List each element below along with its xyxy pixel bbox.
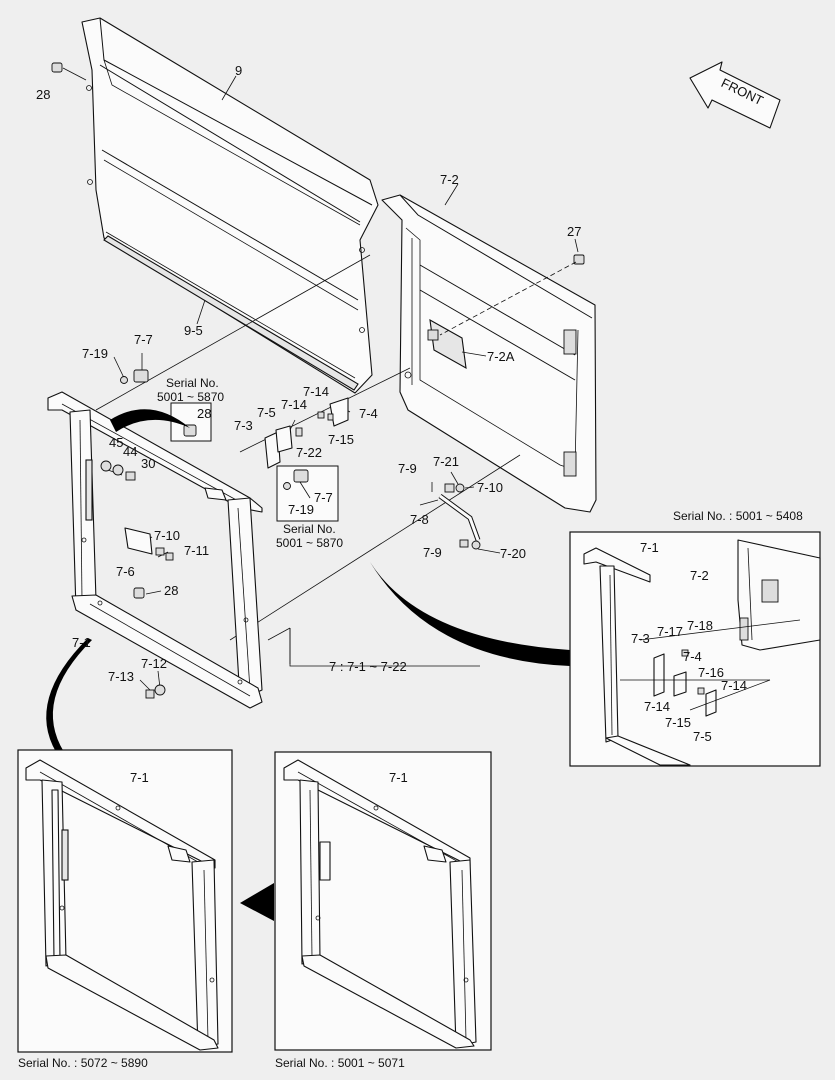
bolt-7-13 <box>145 689 155 699</box>
pointer-triangle-icon <box>240 883 274 921</box>
washer-44 <box>112 464 124 476</box>
callout-7-8: 7-8 <box>410 512 429 527</box>
main-frame-7-1 <box>47 391 263 709</box>
callout-7-6: 7-6 <box>116 564 135 579</box>
bolt-28-top <box>51 62 87 81</box>
detail-callout-7-14-b: 7-14 <box>644 699 670 714</box>
bolt-30 <box>125 471 136 481</box>
callout-7-19-top: 7-19 <box>82 346 108 361</box>
callout-7-10-left: 7-10 <box>154 528 180 543</box>
bracket-7-6 <box>124 527 153 555</box>
callout-9-5: 9-5 <box>184 323 203 338</box>
detail-callout-7-2: 7-2 <box>690 568 709 583</box>
detail-arrow-right <box>370 562 570 666</box>
detail-callout-7-1: 7-1 <box>640 540 659 555</box>
callout-labels: 9 28 7-2 27 9-5 7-2A 7-7 7-19 Serial No.… <box>18 63 803 1070</box>
detail-callout-7-3: 7-3 <box>631 631 650 646</box>
callout-28-top: 28 <box>36 87 50 102</box>
callout-7-7-top: 7-7 <box>134 332 153 347</box>
callout-7-5: 7-5 <box>257 405 276 420</box>
callout-7-1-main: 7-1 <box>72 635 91 650</box>
bolt-7-10 <box>155 547 165 556</box>
callout-7-15: 7-15 <box>328 432 354 447</box>
callout-9: 9 <box>235 63 242 78</box>
callout-28-box: 28 <box>197 406 211 421</box>
callout-7-14-b: 7-14 <box>281 397 307 412</box>
bolt-27 <box>439 254 585 336</box>
detail-arrow-bottom <box>46 638 92 752</box>
washer-7-12 <box>154 684 166 696</box>
front-arrow-icon: FRONT <box>689 61 781 129</box>
callout-7-10-right: 7-10 <box>477 480 503 495</box>
callout-7-22: 7-22 <box>296 445 322 460</box>
detail-callout-7-18: 7-18 <box>687 618 713 633</box>
support-rod-7-8 <box>438 483 481 550</box>
washer-45 <box>100 460 112 472</box>
callout-7-2A: 7-2A <box>487 349 515 364</box>
callout-7-9-top: 7-9 <box>398 461 417 476</box>
detail-callout-7-4: 7-4 <box>683 649 702 664</box>
callout-7-19-box: 7-19 <box>288 502 314 517</box>
brackets-7-3-7-5 <box>264 397 349 469</box>
callout-7-14-a: 7-14 <box>303 384 329 399</box>
latch-7-2A <box>427 318 467 370</box>
callout-7-4: 7-4 <box>359 406 378 421</box>
detail-box-right <box>569 531 821 767</box>
bottom-left-callout-7-1: 7-1 <box>130 770 149 785</box>
bolt-28-lower <box>133 587 145 599</box>
inner-cover-panel-7-2 <box>381 194 597 513</box>
seal-strip-9-5 <box>103 235 359 391</box>
callout-28-lower: 28 <box>164 583 178 598</box>
bolt-7-7-top <box>133 369 149 383</box>
callout-7-11: 7-11 <box>184 543 209 558</box>
detail-callout-7-15: 7-15 <box>665 715 691 730</box>
range-note: 7 : 7-1 ~ 7-22 <box>329 659 407 674</box>
detail-box-bottom-right <box>274 751 492 1051</box>
callout-7-20: 7-20 <box>500 546 526 561</box>
range-leader <box>289 628 480 667</box>
callout-7-3: 7-3 <box>234 418 253 433</box>
detail-arrow-a <box>110 409 190 432</box>
callout-27: 27 <box>567 224 581 239</box>
callout-7-13: 7-13 <box>108 669 134 684</box>
serial-bottom-right: Serial No. : 5001 ~ 5071 <box>275 1056 405 1070</box>
callout-44: 44 <box>123 444 137 459</box>
detail-callout-7-16: 7-16 <box>698 665 724 680</box>
callout-7-21: 7-21 <box>433 454 459 469</box>
callout-7-12: 7-12 <box>141 656 167 671</box>
serial-a-line2: 5001 ~ 5870 <box>157 390 224 404</box>
callout-7-7-box: 7-7 <box>314 490 333 505</box>
detail-callout-7-5: 7-5 <box>693 729 712 744</box>
callout-45: 45 <box>109 435 123 450</box>
serial-right-box: Serial No. : 5001 ~ 5408 <box>673 509 803 523</box>
washer-7-19-top <box>120 376 128 384</box>
detail-callout-7-14-a: 7-14 <box>721 678 747 693</box>
detail-callout-7-17: 7-17 <box>657 624 683 639</box>
serial-b-line2: 5001 ~ 5870 <box>276 536 343 550</box>
callout-30: 30 <box>141 456 155 471</box>
serial-bottom-left: Serial No. : 5072 ~ 5890 <box>18 1056 148 1070</box>
serial-b-line1: Serial No. <box>283 522 336 536</box>
bottom-right-callout-7-1: 7-1 <box>389 770 408 785</box>
bolt-7-11 <box>165 552 174 561</box>
frame-hardware <box>100 369 174 699</box>
callout-7-9-bottom: 7-9 <box>423 545 442 560</box>
cover-panel-9 <box>81 17 379 394</box>
callout-7-2: 7-2 <box>440 172 459 187</box>
serial-box-b <box>276 465 339 522</box>
bracket-7-4 <box>329 397 349 427</box>
serial-a-line1: Serial No. <box>166 376 219 390</box>
detail-box-bottom-left <box>17 749 233 1053</box>
